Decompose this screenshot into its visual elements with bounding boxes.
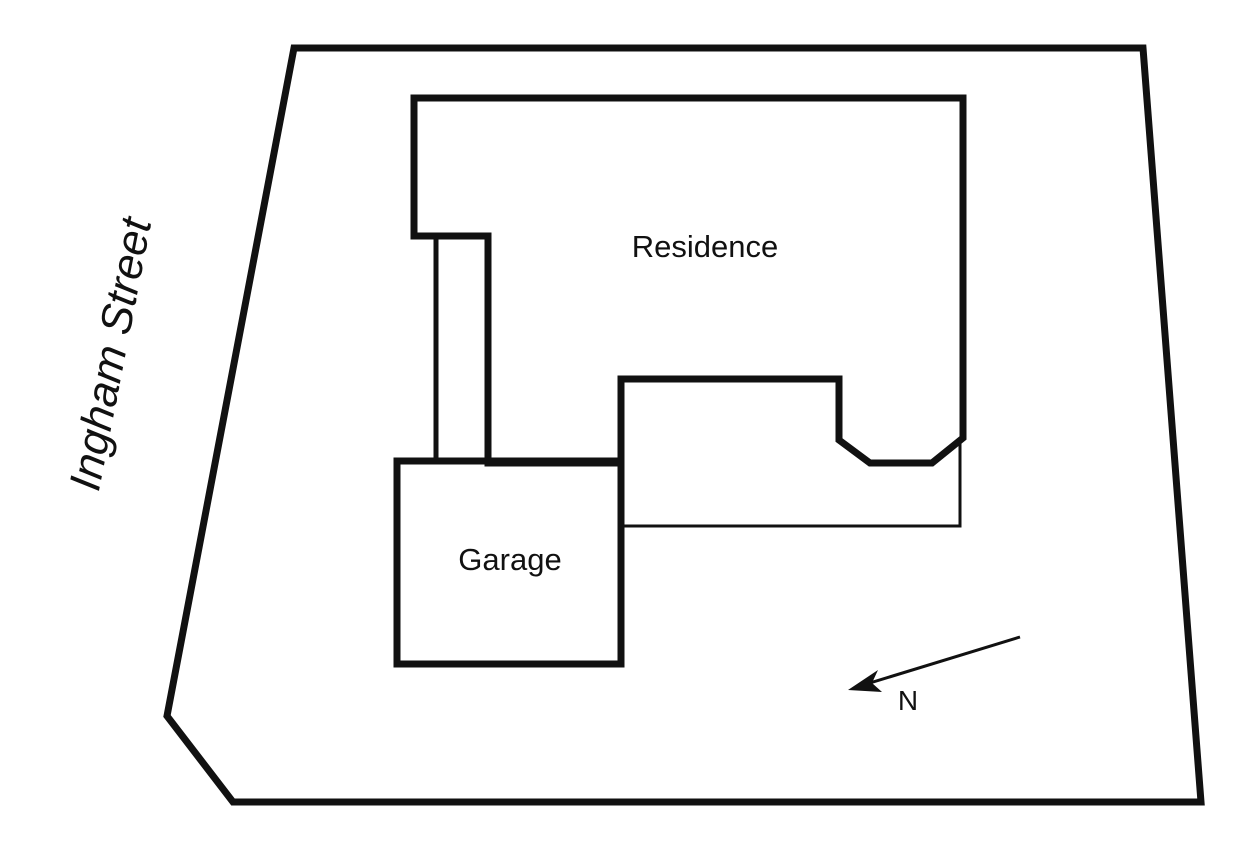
north-label: N (898, 685, 918, 716)
annex-outline (619, 440, 962, 528)
garage-label: Garage (458, 542, 561, 577)
north-arrow (848, 635, 1021, 692)
residence-outline (410, 94, 967, 467)
garage-outline (393, 457, 625, 668)
lot-boundary (163, 44, 1205, 806)
north-arrow-shaft (859, 635, 1021, 688)
street-label: Ingham Street (60, 212, 161, 494)
residence-label: Residence (632, 229, 778, 264)
north-arrow-head (848, 670, 882, 692)
